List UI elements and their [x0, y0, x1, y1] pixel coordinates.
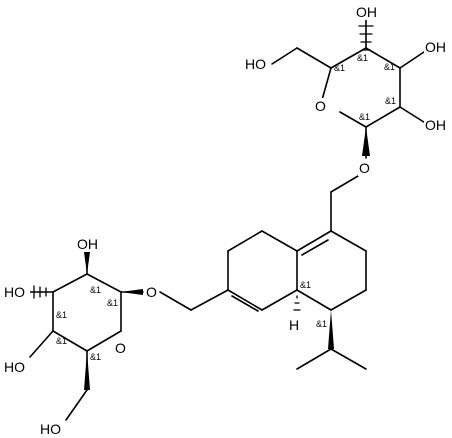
stereo-mark: &1 [300, 280, 311, 290]
hydroxyl-label: HO [4, 359, 25, 375]
hydroxyl-label: OH [425, 117, 446, 133]
stereo-mark: &1 [90, 352, 101, 362]
stereo-descriptors: &1 &1 &1 &1 &1 &1 &1 &1 &1 &1 &1 &1 [56, 53, 396, 362]
hydroxyl-label: HO [4, 284, 25, 300]
stereo-mark: &1 [90, 285, 101, 295]
ring-oxygen-label: O [115, 340, 126, 356]
stereo-mark: &1 [107, 298, 118, 308]
stereo-mark: &1 [334, 63, 345, 73]
hydroxyl-label: HO [40, 421, 61, 437]
atom-labels: OH OH OH HO O O OH HO HO HO O O H [4, 4, 448, 437]
lower-sugar-ring [29, 251, 192, 421]
ether-oxygen-label: O [146, 284, 157, 300]
stereo-mark: &1 [359, 112, 370, 122]
hydroxyl-label: OH [425, 39, 446, 55]
stereo-bonds [33, 25, 374, 390]
bicyclic-core [190, 191, 367, 370]
hydroxyl-label: HO [245, 56, 266, 72]
stereo-mark: &1 [56, 310, 67, 320]
upper-sugar-ring [271, 19, 428, 193]
hydrogen-label: H [289, 317, 299, 333]
ring-oxygen-label: O [315, 98, 326, 114]
stereo-mark: &1 [56, 336, 67, 346]
stereo-mark: &1 [384, 62, 395, 72]
hydroxyl-label: OH [77, 236, 98, 252]
hydroxyl-label: OH [356, 4, 377, 20]
stereo-mark: &1 [316, 319, 327, 329]
stereo-mark: &1 [385, 96, 396, 106]
ether-oxygen-label: O [359, 160, 370, 176]
stereo-mark: &1 [357, 53, 368, 63]
